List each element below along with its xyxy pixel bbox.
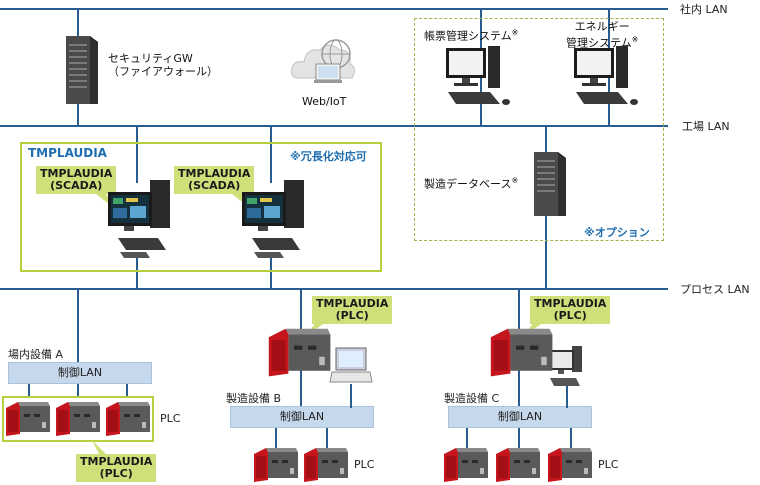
scada-callout: TMPLAUDIA (SCADA) [36,166,117,194]
area-a-drop [126,384,128,398]
area-c-drop [518,428,520,450]
plc-unit-icon [106,402,150,436]
scada-callout: TMPLAUDIA (SCADA) [174,166,255,194]
database-label: 製造データベース※ [424,176,519,191]
plc-unit-icon [268,328,331,377]
factory-lan-label: 工場 LAN [682,120,730,133]
desktop-pc-icon [574,46,638,105]
plc-unit-icon [496,448,540,482]
plc-unit-icon [6,402,50,436]
plc-unit-icon [304,448,348,482]
desktop-pc-icon [548,346,582,386]
plc-unit-icon [490,328,553,377]
scada2-downlink [270,255,272,289]
callout-pointer [92,440,108,456]
area-a-callout: TMPLAUDIA (PLC) [76,454,157,482]
area-a-name: 場内設備 A [8,348,64,361]
area-b-callout: TMPLAUDIA (PLC) [312,296,393,324]
area-c-control-lan: 制御LAN [448,406,592,428]
area-b-name: 製造設備 B [226,392,282,405]
area-c-name: 製造設備 C [444,392,500,405]
process-lan-line [0,288,668,290]
plc-unit-icon [56,402,100,436]
area-b-control-lan: 制御LAN [230,406,374,428]
area-c-drop [570,428,572,450]
area-b-drop [326,428,328,450]
factory-lan-line [0,125,668,127]
energy-system-label: エネルギー 管理システム※ [566,20,639,50]
area-a-drop [28,384,30,398]
area-a-drop [77,384,79,398]
area-a-plc-group [2,396,154,442]
scada1-uplink [136,125,138,183]
desktop-pc-icon [108,180,170,258]
area-c-plc-label: PLC [598,458,619,471]
option-note: ※オプション [584,226,650,239]
gateway-label: セキュリティGW （ファイアウォール） [108,52,218,78]
desktop-pc-icon [242,180,304,258]
area-c-pc-drop [566,384,568,408]
area-b-plc-label: PLC [354,458,375,471]
process-lan-label: プロセス LAN [680,283,750,296]
area-c-callout: TMPLAUDIA (PLC) [530,296,611,324]
plc-unit-icon [548,448,592,482]
scada-group [20,142,382,272]
area-b-laptop-drop [350,384,352,408]
area-c-drop [466,428,468,450]
scada-group-title: TMPLAUDIA [28,146,107,160]
server-tower-icon [534,152,566,216]
office-lan-label: 社内 LAN [680,3,728,16]
laptop-icon [329,347,373,383]
redundancy-note: ※冗長化対応可 [290,150,367,163]
scada2-uplink [270,125,272,183]
plc-unit-icon [254,448,298,482]
area-a-plc-label: PLC [160,412,181,425]
area-a-control-lan: 制御LAN [8,362,152,384]
area-b-drop [275,428,277,450]
server-tower-icon [66,36,98,104]
cloud-globe-icon [291,39,356,83]
scada1-downlink [136,255,138,289]
plc-unit-icon [444,448,488,482]
office-lan-line [0,8,668,10]
area-a-uplink [77,288,79,363]
web-iot-label: Web/IoT [302,95,347,108]
desktop-pc-icon [446,46,510,105]
ledger-system-label: 帳票管理システム※ [424,28,519,43]
option-area [414,18,664,241]
